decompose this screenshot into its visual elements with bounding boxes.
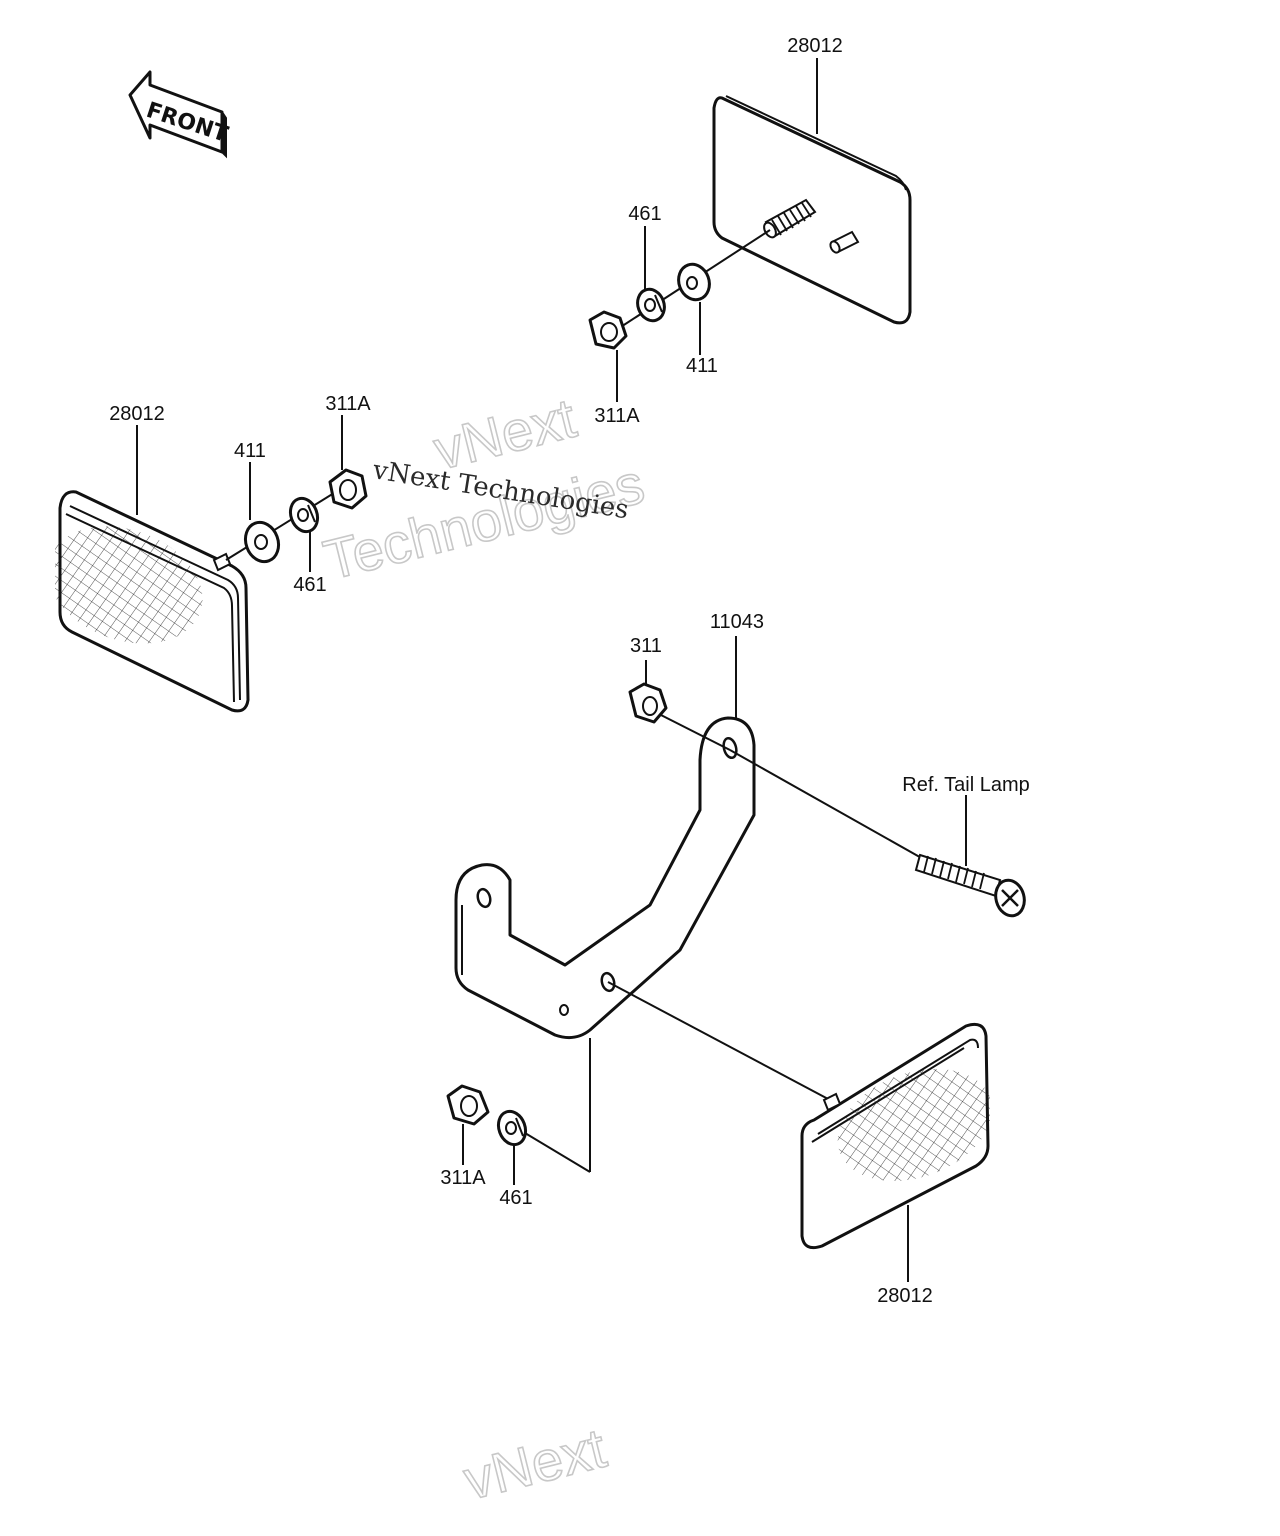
label-311: 311 bbox=[630, 635, 662, 657]
washer-411-left bbox=[243, 520, 281, 564]
reflector-bottom bbox=[800, 1022, 990, 1250]
nut-311a-left bbox=[328, 468, 368, 510]
bracket-11043 bbox=[454, 716, 756, 1040]
label-28012-bottom: 28012 bbox=[877, 1285, 933, 1307]
label-461-bottom: 461 bbox=[499, 1187, 532, 1209]
label-ref-tail-lamp: Ref. Tail Lamp bbox=[902, 774, 1029, 796]
front-arrow-icon: FRONT bbox=[128, 70, 231, 159]
label-311a-left: 311A bbox=[325, 393, 371, 415]
washer-461-top bbox=[636, 287, 666, 323]
washer-461-bottom bbox=[496, 1109, 528, 1147]
label-461-left: 461 bbox=[293, 574, 326, 596]
label-28012-left: 28012 bbox=[109, 403, 165, 425]
stud-thread-icon bbox=[763, 198, 817, 239]
washer-461-left bbox=[288, 496, 320, 534]
nut-311a-bottom bbox=[446, 1084, 490, 1126]
label-411-top: 411 bbox=[686, 355, 718, 377]
label-461-top: 461 bbox=[628, 203, 661, 225]
nut-311 bbox=[628, 682, 668, 724]
watermark-bottom: vNext bbox=[458, 1416, 613, 1512]
label-311a-bottom: 311A bbox=[440, 1167, 486, 1189]
nut-311a-top bbox=[588, 310, 628, 350]
tail-lamp-screw-icon bbox=[914, 853, 1026, 918]
label-311a-top: 311A bbox=[594, 405, 640, 427]
locating-pin-icon bbox=[829, 230, 860, 254]
label-11043: 11043 bbox=[710, 611, 764, 633]
label-28012-top: 28012 bbox=[787, 35, 843, 57]
label-411-left: 411 bbox=[234, 440, 266, 462]
reflector-left bbox=[55, 490, 250, 713]
washer-411-top bbox=[677, 262, 711, 302]
reflector-top bbox=[712, 95, 912, 325]
